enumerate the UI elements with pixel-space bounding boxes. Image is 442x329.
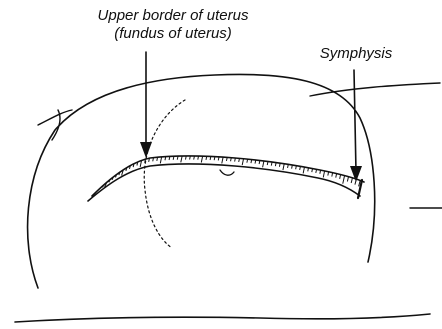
tape-tick [222,157,223,163]
tape-tick [283,164,284,170]
tape-tick [323,171,324,178]
navel-mark [220,170,234,175]
symphysis-arrow-line [354,70,356,172]
tape-tick [347,177,348,182]
tape-tick [351,178,352,183]
tape-tick [242,159,243,165]
measuring-tape-ticks [102,156,360,187]
tape-tick [343,176,345,184]
tape-tick [201,156,202,162]
bottom-line [15,314,430,322]
tape-tick [160,157,161,164]
fundus-label-line-2: (fundus of uterus) [58,25,288,43]
fundus-arrow-head [140,142,152,158]
tape-tick [340,175,341,179]
symphysis-label: Symphysis [306,45,406,63]
uterus-dotted-contour [144,100,185,248]
tape-tick [263,161,264,167]
belly-outline [28,74,375,288]
tape-tick [181,156,182,162]
tape-tick [303,167,304,173]
fundus-label-line-1: Upper border of uterus [58,7,288,25]
